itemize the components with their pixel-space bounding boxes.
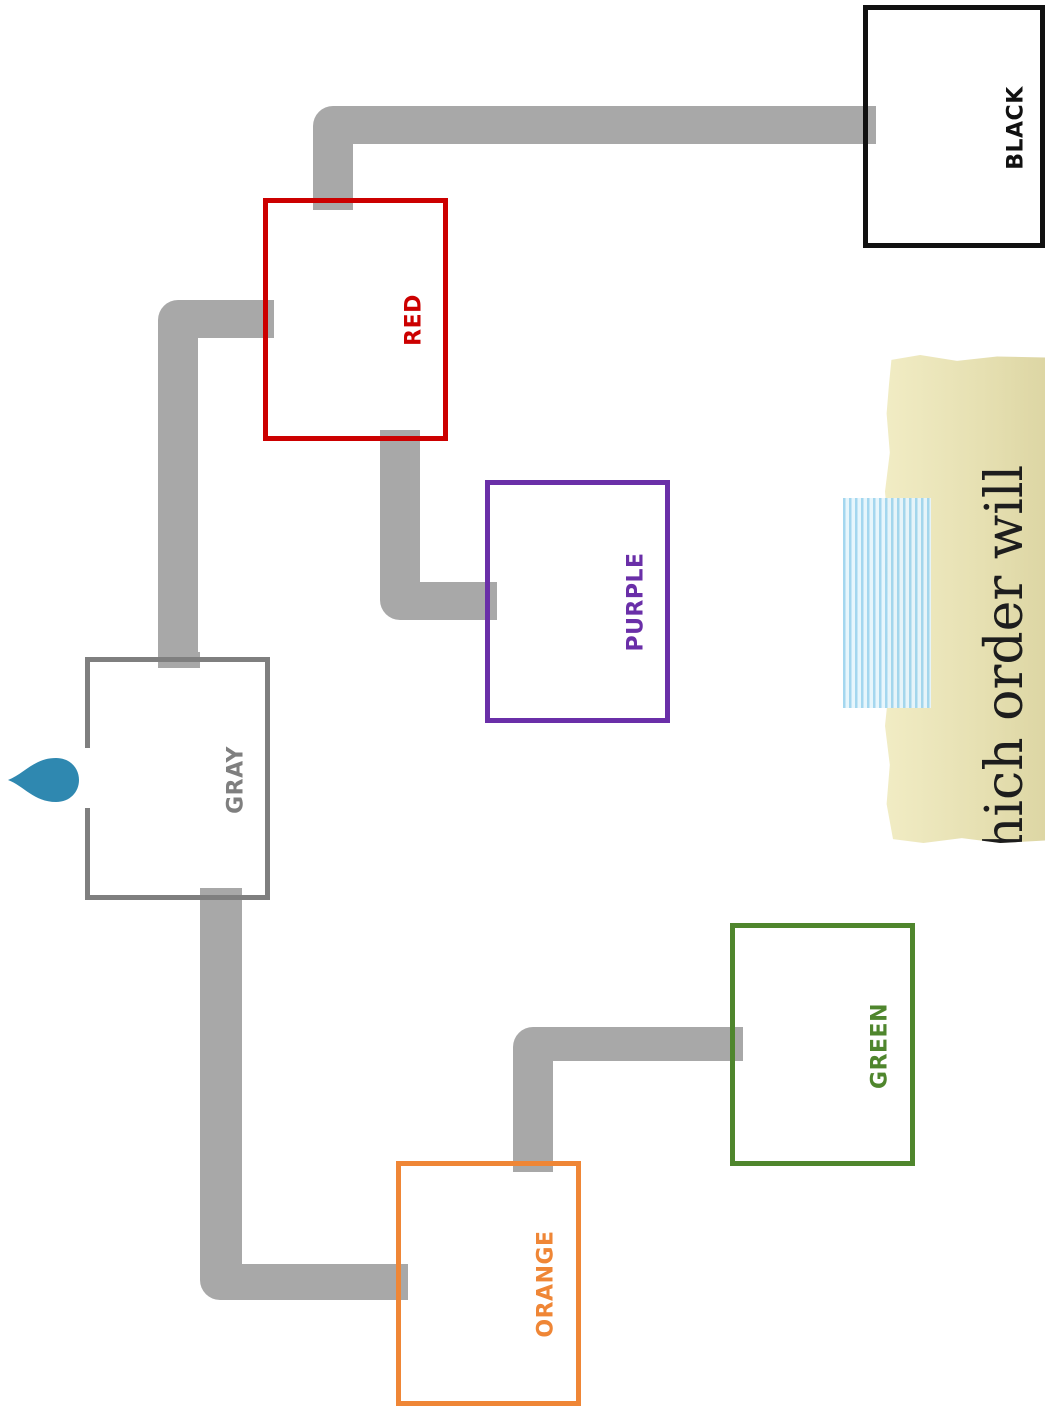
note-text: In which order will <box>975 465 1035 843</box>
black-box-label: BLACK <box>1004 86 1029 170</box>
washi-tape <box>843 498 931 708</box>
orange-box-label: ORANGE <box>534 1230 559 1337</box>
gray-box-label: GRAY <box>224 746 249 814</box>
green-box-label: GREEN <box>868 1003 893 1089</box>
gray-box-inlet-gap <box>84 748 91 808</box>
purple-box-label: PURPLE <box>624 552 649 651</box>
red-box-label: RED <box>402 294 427 346</box>
water-drop-icon <box>8 752 82 808</box>
